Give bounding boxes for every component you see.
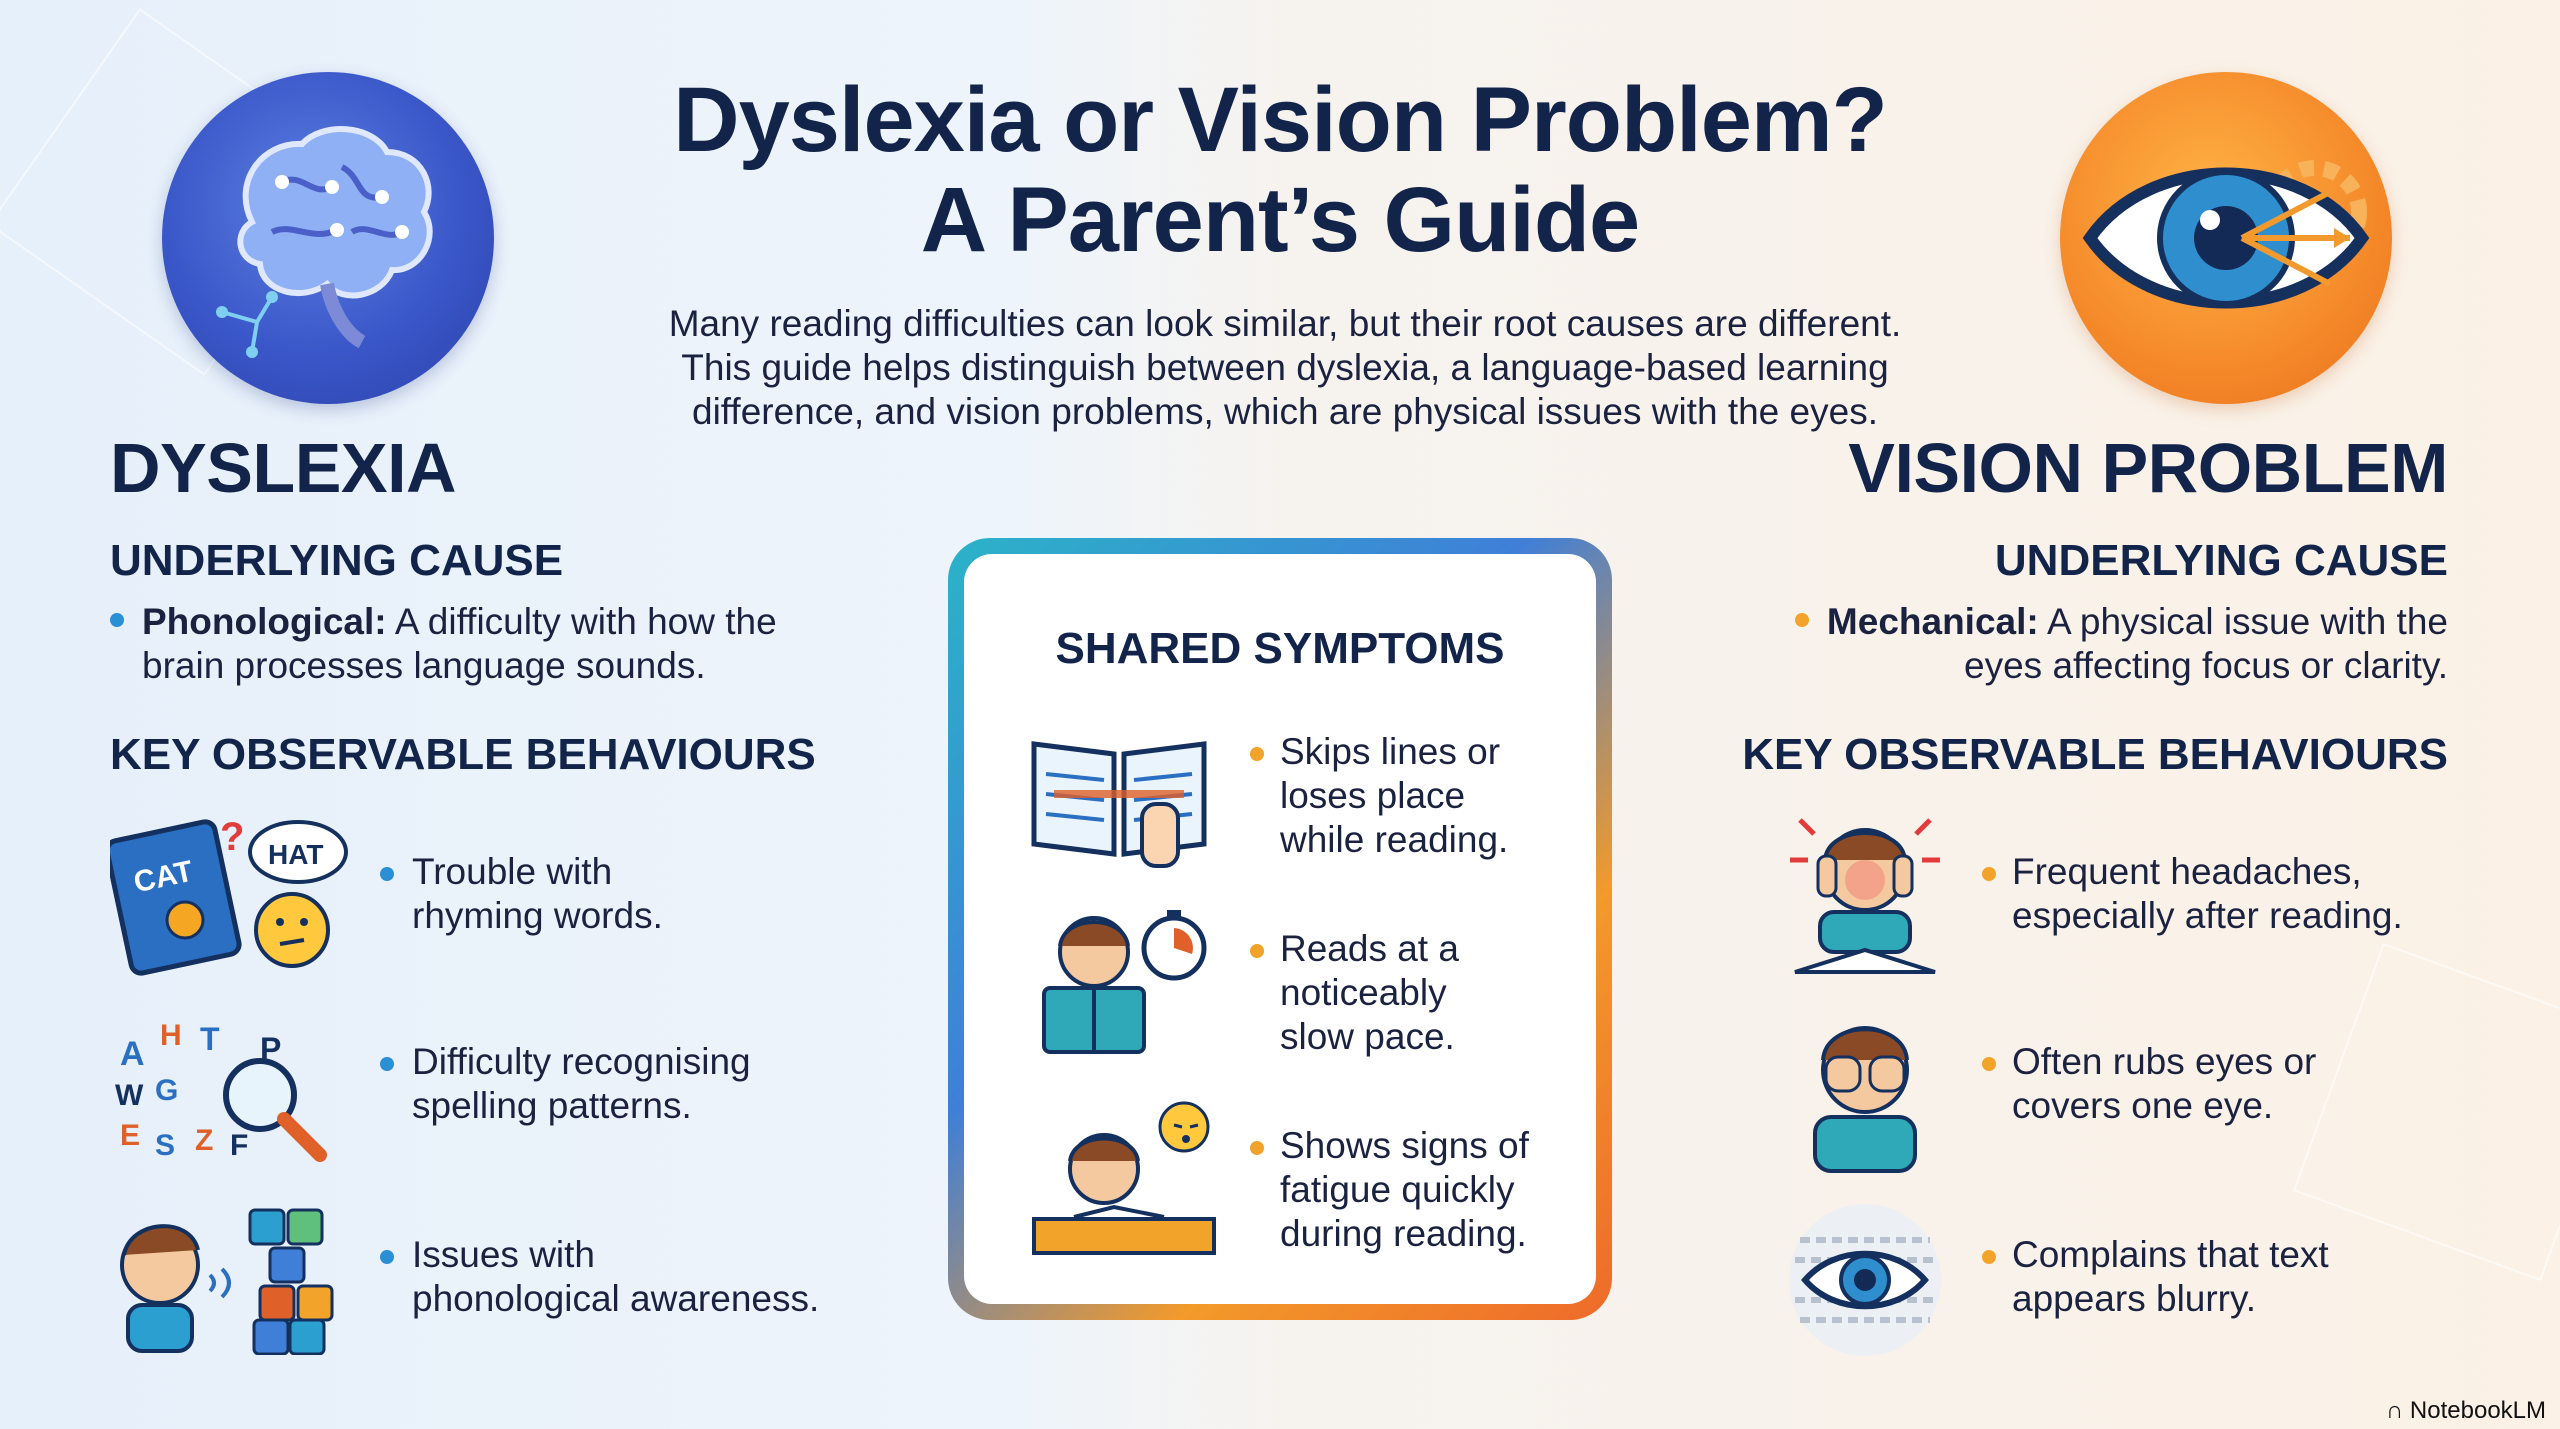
symptom-text: while reading. bbox=[1280, 819, 1509, 860]
behaviour-text: covers one eye. bbox=[2012, 1085, 2274, 1126]
intro-paragraph: Many reading difficulties can look simil… bbox=[600, 302, 1970, 434]
notebooklm-credit: ∩ NotebookLM bbox=[2386, 1397, 2546, 1425]
shared-symptoms-heading: SHARED SYMPTOMS bbox=[1055, 624, 1505, 673]
svg-text:H: H bbox=[160, 1019, 182, 1052]
shared-symptoms-card: SHARED SYMPTOMS Skips lines or loses pla… bbox=[948, 538, 1612, 1320]
tired-child-icon bbox=[1014, 1099, 1224, 1264]
cause-text: eyes affecting focus or clarity. bbox=[1964, 645, 2448, 686]
bullet-dot bbox=[1794, 613, 1809, 628]
svg-text:A: A bbox=[120, 1035, 145, 1073]
title-line-1: Dyslexia or Vision Problem? bbox=[673, 69, 1888, 171]
behaviour-text: phonological awareness. bbox=[412, 1278, 820, 1319]
vision-behaviour-1: Frequent headaches, especially after rea… bbox=[2012, 850, 2403, 938]
cause-text: A physical issue with the bbox=[2038, 601, 2448, 642]
cause-term: Mechanical: bbox=[1826, 601, 2039, 642]
vision-behaviours-heading: KEY OBSERVABLE BEHAVIOURS bbox=[1742, 730, 2448, 779]
svg-text:W: W bbox=[115, 1079, 144, 1112]
shared-symptom-2: Reads at a noticeably slow pace. bbox=[1280, 927, 1459, 1059]
shared-symptom-1: Skips lines or loses place while reading… bbox=[1280, 730, 1508, 862]
svg-text:P: P bbox=[260, 1031, 281, 1067]
headache-child-icon bbox=[1780, 800, 1950, 985]
bullet-dot bbox=[1982, 867, 1996, 881]
dyslexia-behaviour-3: Issues with phonological awareness. bbox=[412, 1233, 819, 1321]
rhyme-book-icon: CAT ? HAT bbox=[104, 810, 350, 985]
symptom-text: Shows signs of bbox=[1280, 1125, 1529, 1166]
bullet-dot bbox=[1250, 747, 1264, 761]
bullet-dot bbox=[1982, 1250, 1996, 1264]
behaviour-text: rhyming words. bbox=[412, 895, 663, 936]
svg-text:?: ? bbox=[220, 815, 244, 859]
cause-text: A difficulty with how the bbox=[386, 601, 777, 642]
bullet-dot bbox=[380, 867, 394, 881]
svg-text:G: G bbox=[155, 1074, 178, 1107]
svg-text:T: T bbox=[200, 1021, 220, 1057]
svg-text:Z: Z bbox=[195, 1124, 213, 1157]
rubbing-eyes-child-icon bbox=[1790, 1005, 1940, 1180]
behaviour-text: especially after reading. bbox=[2012, 895, 2403, 936]
dyslexia-cause: Phonological: A difficulty with how the … bbox=[110, 600, 777, 688]
behaviour-text: Frequent headaches, bbox=[2012, 851, 2362, 892]
blurry-eye-icon bbox=[1780, 1200, 1950, 1365]
behaviour-text: appears blurry. bbox=[2012, 1278, 2257, 1319]
behaviour-text: Often rubs eyes or bbox=[2012, 1041, 2317, 1082]
symptom-text: slow pace. bbox=[1280, 1016, 1455, 1057]
behaviour-text: spelling patterns. bbox=[412, 1085, 692, 1126]
intro-line: Many reading difficulties can look simil… bbox=[668, 303, 1902, 344]
eye-icon bbox=[2060, 72, 2392, 404]
spelling-letters-icon: A H T P W G E S Z F bbox=[110, 1005, 350, 1180]
child-letter-blocks-icon bbox=[110, 1205, 350, 1360]
cause-term: Phonological: bbox=[142, 601, 387, 642]
behaviour-text: Trouble with bbox=[412, 851, 613, 892]
dyslexia-behaviour-2: Difficulty recognising spelling patterns… bbox=[412, 1040, 751, 1128]
svg-text:E: E bbox=[120, 1119, 140, 1152]
bullet-dot bbox=[1982, 1057, 1996, 1071]
bullet-dot bbox=[110, 613, 124, 628]
notebooklm-logo-icon: ∩ bbox=[2386, 1397, 2410, 1424]
vision-behaviour-2: Often rubs eyes or covers one eye. bbox=[2012, 1040, 2316, 1128]
behaviour-text: Complains that text bbox=[2012, 1234, 2329, 1275]
vision-cause-heading: UNDERLYING CAUSE bbox=[1994, 536, 2448, 585]
page-title: Dyslexia or Vision Problem? A Parent’s G… bbox=[560, 70, 2000, 270]
symptom-text: Reads at a bbox=[1280, 928, 1459, 969]
svg-text:F: F bbox=[230, 1129, 248, 1162]
cause-text: brain processes language sounds. bbox=[142, 645, 706, 686]
bullet-dot bbox=[380, 1250, 394, 1264]
dyslexia-heading: DYSLEXIA bbox=[110, 429, 457, 507]
symptom-text: noticeably bbox=[1280, 972, 1447, 1013]
intro-line: difference, and vision problems, which a… bbox=[692, 391, 1878, 432]
dyslexia-behaviours-heading: KEY OBSERVABLE BEHAVIOURS bbox=[110, 730, 816, 779]
child-reading-stopwatch-icon bbox=[1024, 902, 1214, 1067]
bullet-dot bbox=[1250, 1141, 1264, 1155]
behaviour-text: Difficulty recognising bbox=[412, 1041, 751, 1082]
bullet-dot bbox=[1250, 944, 1264, 958]
symptom-text: Skips lines or bbox=[1280, 731, 1501, 772]
open-book-icon bbox=[1024, 724, 1214, 879]
shared-symptom-3: Shows signs of fatigue quickly during re… bbox=[1280, 1124, 1529, 1256]
dyslexia-behaviour-1: Trouble with rhyming words. bbox=[412, 850, 663, 938]
symptom-text: loses place bbox=[1280, 775, 1466, 816]
brain-icon bbox=[162, 72, 494, 404]
dyslexia-cause-heading: UNDERLYING CAUSE bbox=[110, 536, 564, 585]
footer-text: NotebookLM bbox=[2409, 1397, 2546, 1424]
symptom-text: during reading. bbox=[1280, 1213, 1527, 1254]
background-decoration bbox=[2292, 942, 2560, 1282]
behaviour-text: Issues with bbox=[412, 1234, 596, 1275]
svg-text:S: S bbox=[155, 1129, 175, 1162]
vision-heading: VISION PROBLEM bbox=[1848, 429, 2448, 507]
bullet-dot bbox=[380, 1057, 394, 1071]
vision-cause: Mechanical: A physical issue with the ey… bbox=[1794, 600, 2448, 688]
symptom-text: fatigue quickly bbox=[1280, 1169, 1515, 1210]
hat-word: HAT bbox=[268, 839, 323, 870]
vision-behaviour-3: Complains that text appears blurry. bbox=[2012, 1233, 2329, 1321]
title-line-2: A Parent’s Guide bbox=[920, 169, 1640, 271]
intro-line: This guide helps distinguish between dys… bbox=[681, 347, 1889, 388]
